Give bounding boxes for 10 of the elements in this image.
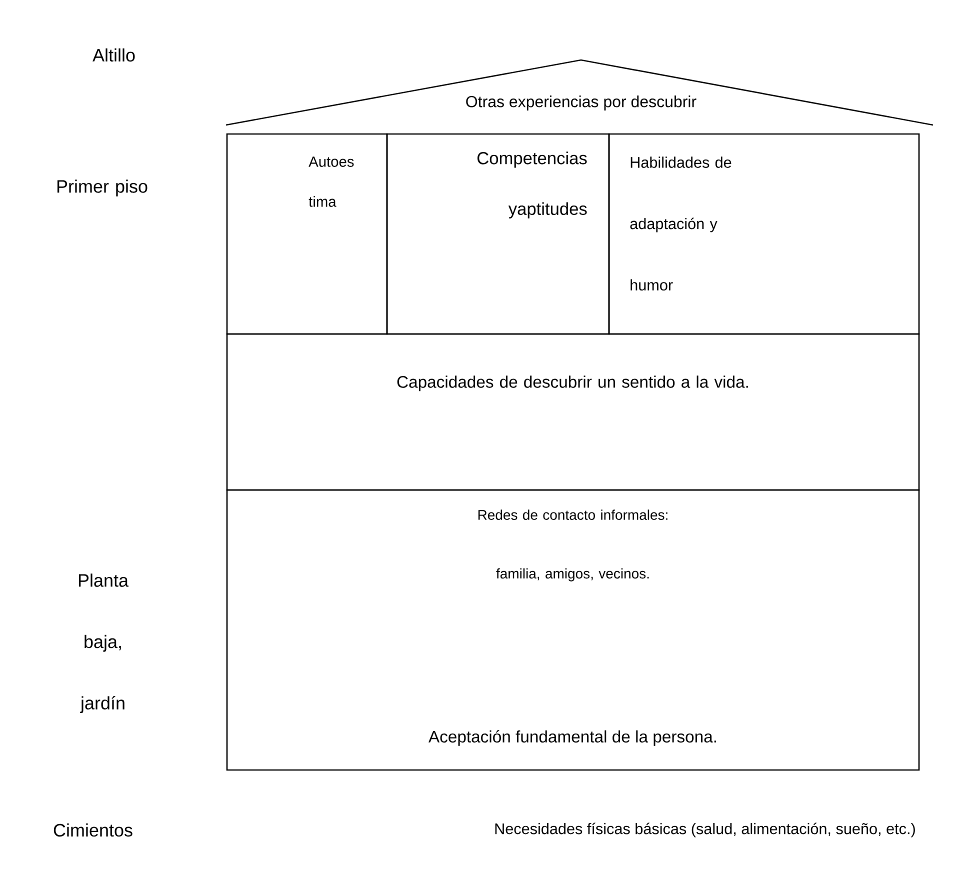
floor-label: Planta baja, jardín <box>78 574 129 714</box>
floor-label: Altillo <box>92 48 135 62</box>
house-cell: Autoes tima <box>226 133 388 335</box>
house-cell: Habilidades de adaptación y humor <box>608 133 920 335</box>
floor-label: Cimientos <box>54 823 132 837</box>
house-cell: Redes de contacto informales: familia, amigos, vecinos. Aceptación fundamental de la persona. <box>226 489 920 771</box>
house-cell: Capacidades de descubrir un sentido a la vida. <box>226 333 920 491</box>
house-cell: Competencias yaptitudes <box>386 133 610 335</box>
floor-label: Necesidades físicas básicas (salud, alimentación, sueño, etc.) <box>495 822 915 838</box>
floor-label: Primer piso <box>57 180 148 196</box>
